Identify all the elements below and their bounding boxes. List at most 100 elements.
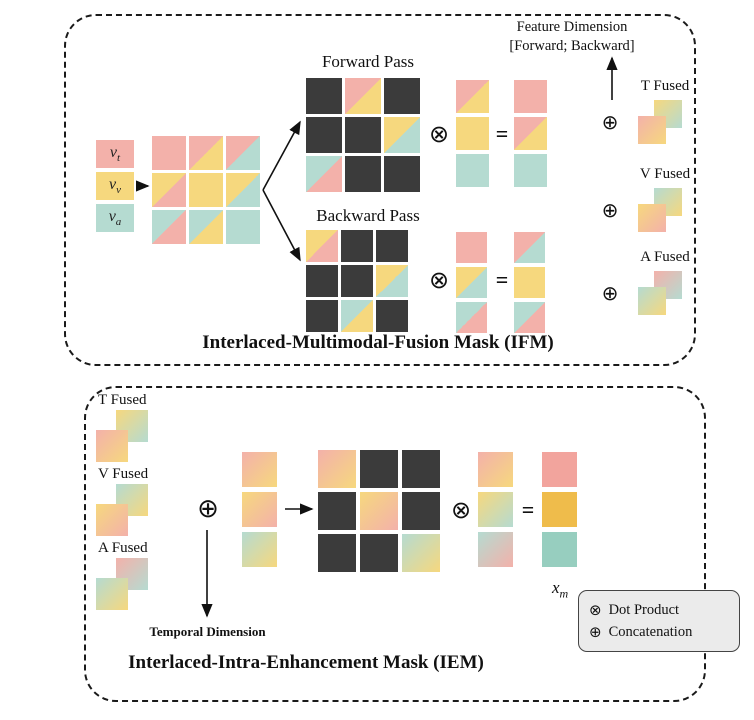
mask-cell-dark	[360, 450, 398, 488]
grid-cell	[360, 492, 398, 530]
grid-cell	[226, 173, 260, 207]
grid-cell	[242, 492, 277, 527]
iem-v-fused-squares	[96, 484, 148, 536]
grid-cell	[318, 450, 356, 488]
grid-cell	[542, 532, 577, 567]
grid-cell	[402, 534, 440, 572]
grid-cell	[226, 210, 260, 244]
ifm-a-concat-icon: ⊕	[601, 281, 619, 305]
input-square-va: va	[96, 204, 134, 232]
ifm-t-concat-icon: ⊕	[601, 110, 619, 134]
fused-square-front	[638, 287, 666, 315]
backward-vector-column	[456, 232, 487, 333]
iem-panel-border	[84, 386, 706, 702]
iem-t-fused-label: T Fused	[98, 392, 147, 408]
vv-label: vv	[109, 175, 121, 197]
grid-cell	[478, 492, 513, 527]
grid-cell	[376, 265, 408, 297]
iem-concat-icon: ⊕	[197, 494, 219, 524]
mask-cell-dark	[318, 534, 356, 572]
iem-v-fused-label: V Fused	[98, 466, 149, 482]
iem-dot-product-icon: ⊗	[450, 496, 472, 524]
feature-dimension-line2: [Forward; Backward]	[509, 37, 635, 54]
backward-dot-product-icon: ⊗	[428, 266, 450, 294]
mask-cell-dark	[384, 78, 420, 114]
dot-product-icon: ⊗	[589, 601, 602, 619]
iem-vector-column	[478, 452, 513, 567]
vt-label: vt	[109, 143, 121, 165]
iem-equals-sign: =	[521, 497, 535, 522]
fused-square-front	[96, 578, 128, 610]
mask-cell-dark	[345, 156, 381, 192]
iem-input-column	[242, 452, 277, 567]
grid-cell	[152, 173, 186, 207]
grid-cell	[152, 136, 186, 170]
forward-vector-column	[456, 80, 489, 187]
concatenation-icon: ⊕	[589, 623, 602, 641]
forward-mask-grid	[306, 78, 420, 192]
grid-cell	[456, 267, 487, 298]
forward-equals-sign: =	[495, 121, 509, 146]
backward-equals-sign: =	[495, 267, 509, 292]
forward-dot-product-icon: ⊗	[428, 120, 450, 148]
dot-product-label: Dot Product	[608, 601, 680, 618]
input-square-vv: vv	[96, 172, 134, 200]
grid-cell	[514, 232, 545, 263]
iem-result-column	[542, 452, 577, 567]
iem-output-label: xm	[552, 578, 569, 601]
ifm-title: Interlaced-Multimodal-Fusion Mask (IFM)	[202, 332, 554, 353]
grid-cell	[384, 117, 420, 153]
ifm-t-fused-label: T Fused	[640, 78, 690, 94]
grid-cell	[514, 117, 547, 150]
mask-cell-dark	[306, 265, 338, 297]
mask-cell-dark	[318, 492, 356, 530]
grid-cell	[514, 154, 547, 187]
backward-mask-grid	[306, 230, 408, 332]
mask-cell-dark	[402, 450, 440, 488]
grid-cell	[456, 232, 487, 263]
backward-result-column	[514, 232, 545, 333]
grid-cell	[189, 136, 223, 170]
legend-concatenation-row: ⊕ Concatenation	[589, 623, 729, 641]
ifm-input-grid	[152, 136, 260, 244]
forward-pass-label: Forward Pass	[321, 52, 415, 71]
grid-cell	[456, 302, 487, 333]
concatenation-label: Concatenation	[608, 623, 693, 640]
mask-cell-dark	[402, 492, 440, 530]
mask-cell-dark	[306, 78, 342, 114]
grid-cell	[542, 492, 577, 527]
fused-square-front	[638, 204, 666, 232]
grid-cell	[514, 302, 545, 333]
ifm-v-concat-icon: ⊕	[601, 198, 619, 222]
grid-cell	[189, 210, 223, 244]
ifm-a-fused-squares	[638, 271, 682, 315]
va-label: va	[108, 207, 122, 229]
fused-square-front	[96, 504, 128, 536]
grid-cell	[242, 452, 277, 487]
grid-cell	[341, 300, 373, 332]
mask-cell-dark	[306, 300, 338, 332]
grid-cell	[456, 80, 489, 113]
grid-cell	[456, 117, 489, 150]
temporal-dimension-label: Temporal Dimension	[149, 624, 266, 639]
ifm-v-fused-label: V Fused	[639, 166, 691, 182]
ifm-v-fused-squares	[638, 188, 682, 232]
mask-cell-dark	[345, 117, 381, 153]
mask-cell-dark	[306, 117, 342, 153]
grid-cell	[478, 532, 513, 567]
ifm-t-fused-squares	[638, 100, 682, 144]
fused-square-front	[96, 430, 128, 462]
grid-cell	[152, 210, 186, 244]
feature-dimension-caption: Feature Dimension [Forward; Backward]	[472, 18, 672, 56]
mask-cell-dark	[376, 230, 408, 262]
forward-result-column	[514, 80, 547, 187]
ifm-panel-border	[64, 14, 696, 366]
grid-cell	[242, 532, 277, 567]
iem-a-fused-label: A Fused	[98, 540, 148, 556]
grid-cell	[456, 154, 489, 187]
mask-cell-dark	[341, 265, 373, 297]
ifm-a-fused-label: A Fused	[640, 249, 690, 265]
iem-a-fused-squares	[96, 558, 148, 610]
grid-cell	[306, 156, 342, 192]
grid-cell	[542, 452, 577, 487]
